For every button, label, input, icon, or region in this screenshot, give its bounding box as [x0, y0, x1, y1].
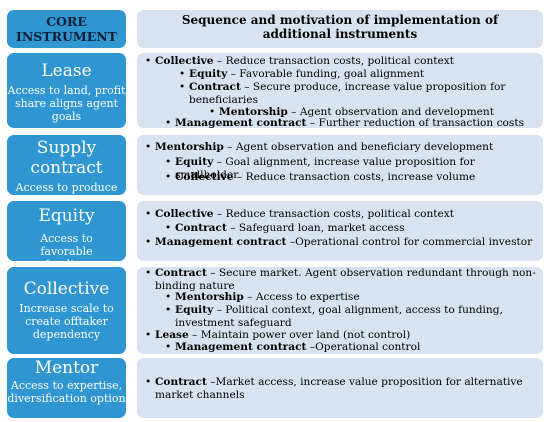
core-title: Supply contract: [30, 138, 103, 178]
core-desc: Access to land, profit share aligns agen…: [7, 84, 126, 123]
instrument-name: Collective: [155, 55, 214, 67]
instrument-name: Contract: [189, 81, 241, 93]
bullet: •: [165, 304, 172, 316]
bullet: •: [145, 55, 152, 67]
instrument-name: Management contract: [155, 236, 287, 248]
sequence-cell-lease: • Collective – Reduce transaction costs,…: [137, 53, 543, 130]
instrument-motivation: – Secure produce, increase value proposi…: [189, 81, 506, 106]
list-item: • Equity – Goal alignment, increase valu…: [165, 156, 537, 182]
instrument-name: Equity: [189, 68, 228, 80]
instrument-name: Management contract: [175, 341, 307, 353]
instrument-name: Contract: [155, 376, 207, 388]
instrument-name: Contract: [175, 222, 227, 234]
instrument-motivation: – Secure market. Agent observation redun…: [155, 267, 536, 292]
list-item: • Collective – Reduce transaction costs,…: [145, 55, 537, 68]
list-item: • Contract – Secure produce, increase va…: [179, 81, 537, 107]
list-item: • Lease – Maintain power over land (not …: [145, 329, 537, 342]
instrument-name: Collective: [175, 171, 234, 183]
instrument-motivation: – Political context, goal alignment, acc…: [175, 304, 503, 329]
instrument-name: Mentorship: [175, 291, 244, 303]
sequence-label: Sequence and motivation of implementatio…: [181, 13, 499, 41]
core-desc: Access to favorable funding: [40, 232, 93, 271]
instrument-motivation: – Favorable funding, goal alignment: [227, 68, 425, 80]
bullet: •: [145, 329, 152, 341]
bullet: •: [165, 222, 172, 234]
instrument-name: Collective: [155, 208, 214, 220]
list-item: • Management contract – Further reductio…: [165, 117, 537, 130]
core-cell-mentor: Mentor Access to expertise, diversificat…: [7, 358, 126, 418]
core-title: Equity: [38, 206, 95, 226]
core-title: Collective: [23, 279, 110, 299]
core-cell-supply-contract: Supply contract Access to produce: [7, 135, 126, 195]
bullet: •: [179, 68, 186, 80]
list-item: • Contract – Secure market. Agent observ…: [145, 267, 537, 293]
list-item: • Management contract –Operational contr…: [145, 236, 537, 249]
bullet: •: [165, 171, 172, 183]
instrument-name: Mentorship: [155, 141, 224, 153]
instrument-name: Lease: [155, 329, 189, 341]
core-instrument-header: CORE INSTRUMENT: [7, 10, 126, 48]
core-title: Mentor: [34, 358, 99, 378]
instrument-motivation: – Agent observation and beneficiary deve…: [223, 141, 494, 153]
bullet: •: [165, 117, 172, 129]
list-item: • Mentorship – Access to expertise: [165, 291, 537, 304]
instrument-motivation: – Further reduction of transaction costs: [306, 117, 525, 129]
instrument-motivation: – Reduce transaction costs, increase vol…: [233, 171, 476, 183]
bullet: •: [165, 291, 172, 303]
core-cell-equity: Equity Access to favorable funding: [7, 201, 126, 271]
instrument-name: Mentorship: [219, 106, 288, 118]
list-item: • Contract –Market access, increase valu…: [145, 376, 537, 402]
core-title: Lease: [41, 61, 92, 81]
bullet: •: [145, 376, 152, 388]
instrument-motivation: – Safeguard loan, market access: [226, 222, 405, 234]
sequence-header: Sequence and motivation of implementatio…: [137, 10, 543, 48]
instrument-motivation: –Operational control for commercial inve…: [286, 236, 533, 248]
instrument-motivation: – Access to expertise: [243, 291, 360, 303]
list-item: • Mentorship – Agent observation and dev…: [209, 106, 537, 119]
instrument-motivation: – Agent observation and development: [287, 106, 494, 118]
bullet: •: [145, 141, 152, 153]
list-item: • Equity – Political context, goal align…: [165, 304, 537, 330]
bullet: •: [209, 106, 216, 118]
instrument-motivation: – Maintain power over land (not control): [188, 329, 411, 341]
bullet: •: [165, 156, 172, 168]
list-item: • Collective – Reduce transaction costs,…: [145, 208, 537, 221]
instrument-name: Contract: [155, 267, 207, 279]
instrument-motivation: –Market access, increase value propositi…: [155, 376, 523, 401]
list-item: • Management contract –Operational contr…: [165, 341, 537, 354]
sequence-cell-mentor: • Contract –Market access, increase valu…: [137, 358, 543, 418]
list-item: • Mentorship – Agent observation and ben…: [145, 141, 537, 154]
core-desc: Access to produce: [15, 181, 118, 194]
list-item: • Collective – Reduce transaction costs,…: [165, 171, 537, 184]
bullet: •: [179, 81, 186, 93]
core-instrument-label: CORE INSTRUMENT: [16, 14, 117, 44]
bullet: •: [145, 267, 152, 279]
sequence-cell-equity: • Collective – Reduce transaction costs,…: [137, 201, 543, 261]
bullet: •: [165, 341, 172, 353]
core-cell-lease: Lease Access to land, profit share align…: [7, 53, 126, 128]
list-item: • Contract – Safeguard loan, market acce…: [165, 222, 537, 235]
sequence-cell-collective: • Contract – Secure market. Agent observ…: [137, 267, 543, 354]
sequence-cell-supply-contract: • Mentorship – Agent observation and ben…: [137, 135, 543, 195]
instrument-name: Equity: [175, 304, 214, 316]
instrument-motivation: – Reduce transaction costs, political co…: [213, 55, 455, 67]
bullet: •: [145, 236, 152, 248]
core-desc: Access to expertise, diversification opt…: [7, 379, 126, 405]
core-desc: Increase scale to create offtaker depend…: [19, 302, 114, 341]
instrument-motivation: –Operational control: [306, 341, 421, 353]
core-cell-collective: Collective Increase scale to create offt…: [7, 267, 126, 354]
list-item: • Equity – Favorable funding, goal align…: [179, 68, 537, 81]
instrument-name: Management contract: [175, 117, 307, 129]
instrument-motivation: – Goal alignment, increase value proposi…: [175, 156, 475, 181]
instrument-motivation: – Reduce transaction costs, political co…: [213, 208, 455, 220]
bullet: •: [145, 208, 152, 220]
instrument-name: Equity: [175, 156, 214, 168]
